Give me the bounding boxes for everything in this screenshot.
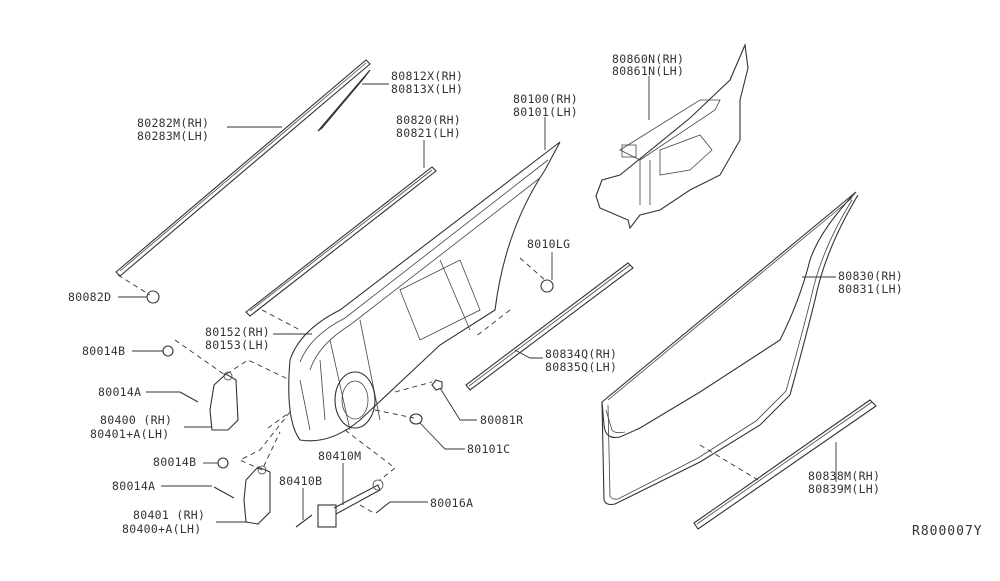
- callout-80100: 80100(RH) 80101(LH): [513, 92, 578, 119]
- grommet-80101c-part[interactable]: [409, 413, 423, 425]
- callout-80282m: 80282M(RH) 80283M(LH): [137, 116, 209, 143]
- bolt-80016a-part[interactable]: [375, 501, 391, 514]
- callout-label: 80835Q(LH): [545, 360, 617, 374]
- callout-label: 80401 (RH): [133, 508, 205, 522]
- callout-80152: 80152(RH) 80153(LH): [205, 325, 270, 352]
- bolt-80410b-part[interactable]: [295, 514, 313, 528]
- nut-lower-part[interactable]: [217, 457, 229, 469]
- callout-label: 80400+A(LH): [122, 522, 201, 536]
- callout-8010lg: 8010LG: [527, 237, 570, 251]
- callout-label: 80282M(RH): [137, 116, 209, 130]
- reference-code: R800007Y: [912, 524, 983, 539]
- sill-seal-part[interactable]: [693, 399, 877, 530]
- callout-label: 80101(LH): [513, 105, 578, 119]
- callout-label: 80152(RH): [205, 325, 270, 339]
- callout-80400-upper: 80400 (RH) 80401+A(LH): [90, 413, 172, 441]
- callout-label: 80813X(LH): [391, 82, 463, 96]
- callout-label: 80100(RH): [513, 92, 578, 106]
- callout-label: 80838M(RH): [808, 469, 880, 483]
- callout-80834q: 80834Q(RH) 80835Q(LH): [545, 347, 617, 374]
- callout-label: 80834Q(RH): [545, 347, 617, 361]
- roof-molding-part[interactable]: [115, 59, 371, 277]
- callout-label: 80820(RH): [396, 113, 461, 127]
- corner-molding-part[interactable]: [317, 69, 371, 132]
- callout-80014b-upper: 80014B: [82, 344, 125, 358]
- door-panel-part[interactable]: [288, 141, 561, 442]
- door-check-part[interactable]: [317, 479, 384, 528]
- callout-80401-lower: 80401 (RH) 80400+A(LH): [122, 508, 205, 536]
- nut-upper-part[interactable]: [162, 345, 174, 357]
- clip-part[interactable]: [146, 290, 160, 304]
- callout-80860n: 80860N(RH) 80861N(LH): [612, 52, 684, 78]
- callout-80016a: 80016A: [430, 496, 473, 510]
- door-weatherstrip-part[interactable]: [601, 191, 859, 506]
- callout-80101c: 80101C: [467, 442, 510, 456]
- callout-80838m: 80838M(RH) 80839M(LH): [808, 469, 880, 496]
- lower-seal-part[interactable]: [465, 262, 634, 391]
- inner-trim-panel-part[interactable]: [595, 42, 749, 230]
- belt-molding-part[interactable]: [245, 166, 437, 317]
- callout-label: 80830(RH): [838, 269, 903, 283]
- callout-label: 80821(LH): [396, 126, 461, 140]
- callout-80082d: 80082D: [68, 290, 111, 304]
- callout-80014b-lower: 80014B: [153, 455, 196, 469]
- callout-label: 80283M(LH): [137, 129, 209, 143]
- callout-80014a-upper: 80014A: [98, 385, 141, 399]
- callout-80081r: 80081R: [480, 413, 523, 427]
- callout-label: 80401+A(LH): [90, 427, 169, 441]
- bolt-upper-part[interactable]: [179, 391, 199, 403]
- callout-80820: 80820(RH) 80821(LH): [396, 113, 461, 140]
- callout-80014a-lower: 80014A: [112, 479, 155, 493]
- callout-label: 80400 (RH): [100, 413, 172, 427]
- grommet-80081r-part[interactable]: [431, 379, 443, 391]
- callout-label: 80861N(LH): [612, 64, 684, 78]
- upper-hinge-part[interactable]: [209, 371, 239, 431]
- callout-80410m: 80410M: [318, 449, 361, 463]
- callout-label: 80860N(RH): [612, 52, 684, 66]
- callout-label: 80839M(LH): [808, 482, 880, 496]
- callout-80410b: 80410B: [279, 474, 322, 488]
- callout-label: 80812X(RH): [391, 69, 463, 83]
- plug-part[interactable]: [540, 279, 554, 293]
- lower-hinge-part[interactable]: [243, 465, 271, 525]
- callout-label: 80153(LH): [205, 338, 270, 352]
- bolt-lower-part[interactable]: [213, 486, 235, 499]
- callout-80830: 80830(RH) 80831(LH): [838, 269, 903, 296]
- callout-80812x: 80812X(RH) 80813X(LH): [391, 69, 463, 96]
- callout-label: 80831(LH): [838, 282, 903, 296]
